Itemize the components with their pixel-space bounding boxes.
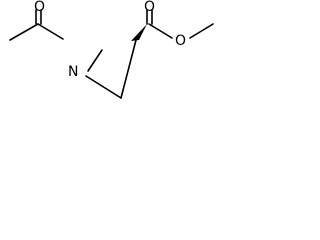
nitrogen-to-c2-bond xyxy=(87,49,103,72)
skeletal-structure: O N O O xyxy=(9,0,214,99)
carbon-to-ester-oxygen-bond xyxy=(148,23,173,39)
acetyl-to-nitrogen-bond xyxy=(37,23,64,40)
ester-oxygen-to-methyl-bond xyxy=(189,23,214,39)
methyl-to-carbonyl-bond xyxy=(9,23,39,41)
c3-to-c2-bond xyxy=(120,39,137,99)
ring-nitrogen-label: N xyxy=(68,64,78,80)
nitrogen-to-c3-bond xyxy=(85,75,122,99)
carbonyl-oxygen-label: O xyxy=(144,0,155,15)
ester-oxygen-label: O xyxy=(175,33,186,49)
acetyl-oxygen-label: O xyxy=(34,0,45,15)
molecule-drawing: O N O O xyxy=(0,0,220,110)
stereo-wedge-bond xyxy=(131,24,147,41)
